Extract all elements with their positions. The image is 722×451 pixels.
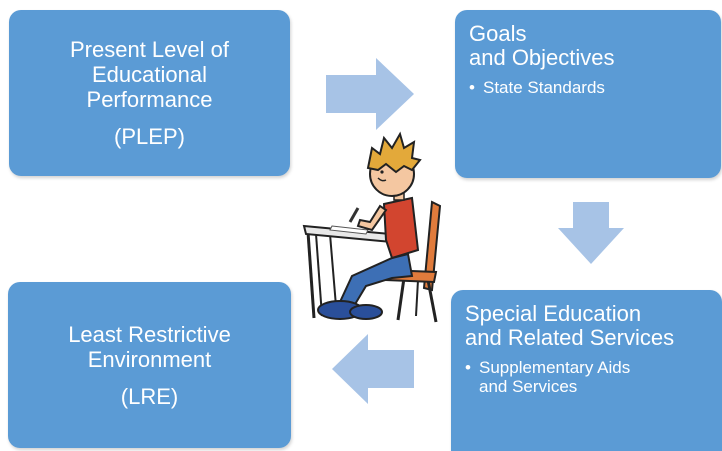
lre-box: Least Restrictive Environment (LRE) xyxy=(8,282,291,448)
plep-line-2: Educational xyxy=(92,62,207,87)
lre-line-2: Environment xyxy=(87,346,212,372)
arrow-right-icon xyxy=(326,58,414,130)
arrow-down-icon xyxy=(558,202,624,264)
goals-line-2: and Objectives xyxy=(469,45,615,70)
bullet-icon: • xyxy=(469,78,475,97)
sped-box: Special Education and Related Services •… xyxy=(451,290,722,451)
sped-bullet-text: Supplementary Aids and Services xyxy=(479,358,630,396)
plep-line-1: Present Level of xyxy=(70,37,229,62)
plep-box: Present Level of Educational Performance… xyxy=(9,10,290,176)
arrow-left-icon xyxy=(332,334,414,404)
student-writing-icon xyxy=(302,131,442,323)
goals-box: Goals and Objectives • State Standards xyxy=(455,10,721,178)
goals-bullet-item: • State Standards xyxy=(469,78,707,97)
goals-bullet-text: State Standards xyxy=(483,78,605,97)
sped-bullet-line-1: Supplementary Aids xyxy=(479,358,631,377)
goals-line-1: Goals xyxy=(469,21,527,46)
sped-line-2: and Related Services xyxy=(465,325,675,350)
lre-abbreviation: (LRE) xyxy=(120,383,179,409)
sped-bullet-line-2: and Services xyxy=(479,377,578,396)
sped-line-1: Special Education xyxy=(465,301,642,326)
plep-line-3: Performance xyxy=(86,87,213,112)
bullet-icon: • xyxy=(465,358,471,377)
lre-line-1: Least Restrictive xyxy=(68,321,231,347)
sped-bullet-item: • Supplementary Aids and Services xyxy=(465,358,708,396)
plep-abbreviation: (PLEP) xyxy=(114,124,185,149)
